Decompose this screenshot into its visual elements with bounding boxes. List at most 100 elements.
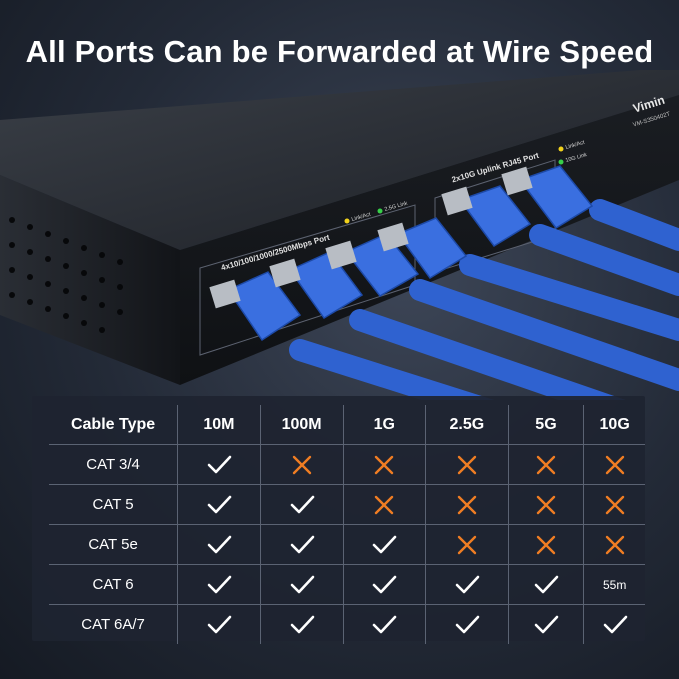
cable-compatibility-panel: Cable Type 10M 100M 1G 2.5G 5G 10G CAT 3… [32,396,645,644]
ethernet-cables [289,199,679,400]
check-icon [207,615,232,633]
table-row: CAT 3/4 [49,444,645,485]
check-icon [603,615,627,633]
cell [177,484,261,525]
check-icon [207,455,232,473]
cross-icon [536,495,556,514]
check-icon [372,615,397,633]
cell [177,564,261,605]
check-icon [290,535,314,553]
cell [343,524,426,565]
led-indicator-yellow-uplink [558,146,564,152]
check-icon [372,535,397,553]
cell [177,444,261,485]
check-icon [207,495,232,513]
cell [425,564,509,605]
row-cable-type: CAT 6A/7 [49,604,179,644]
cell [343,484,426,525]
connector-plug [501,165,594,229]
cross-icon [536,455,556,474]
cell [508,484,585,525]
check-icon [290,615,314,633]
cell [508,524,585,565]
led-indicator-yellow [344,218,350,224]
cell [508,444,585,485]
cross-icon [457,455,477,474]
cell [260,484,344,525]
check-icon [290,575,314,593]
row-cable-type: CAT 5 [49,484,179,525]
cell [425,524,509,565]
cable-4 [459,254,679,341]
check-icon [455,615,480,633]
table-row: CAT 5 [49,484,645,525]
cell [343,564,426,605]
cell [425,444,509,485]
cross-icon [375,455,394,474]
cross-icon [605,535,624,554]
cell [177,524,261,565]
cell [260,564,344,605]
switch-side [0,175,180,385]
led-label-link-act-main: Link/Act [351,212,372,223]
table-row: CAT 6 55m [49,564,645,605]
check-icon [290,495,314,513]
cable-compatibility-table: Cable Type 10M 100M 1G 2.5G 5G 10G CAT 3… [49,405,645,644]
led-indicator-green-uplink [558,159,564,165]
header-row: Cable Type 10M 100M 1G 2.5G 5G 10G [49,405,645,445]
table-row: CAT 6A/7 [49,604,645,644]
cable-1 [289,339,495,400]
cell: 55m [583,564,645,605]
led-indicator-green [377,208,383,214]
cell [177,604,261,644]
switch-photo: Vimin VM-S350402T 4x10/100/1000/2500Mbps… [0,70,679,400]
header-1g: 1G [343,405,426,445]
header-cable-type: Cable Type [49,405,179,445]
header-2-5g: 2.5G [425,405,509,445]
cable-6 [589,199,679,251]
check-icon [534,575,559,593]
connector-plug [441,185,532,247]
row-cable-type: CAT 3/4 [49,444,179,485]
vent-holes [9,217,123,333]
switch-top [0,70,679,250]
cross-icon [457,495,477,514]
cross-icon [375,495,394,514]
led-label-10g-link: 10G Link [565,152,588,164]
cell [583,524,645,565]
cell [583,444,645,485]
cell [425,484,509,525]
row-cable-type: CAT 5e [49,524,179,565]
check-icon [372,575,397,593]
cross-icon [457,535,477,554]
cable-3 [409,279,679,391]
connector-plug [325,233,420,297]
cross-icon [536,535,556,554]
check-icon [534,615,559,633]
cell [343,444,426,485]
connector-plug [377,217,468,280]
rj45-connectors [209,165,594,342]
check-icon [455,575,480,593]
cell [583,484,645,525]
table-row: CAT 5e [49,524,645,565]
cell [425,604,509,644]
cell [260,524,344,565]
header-100m: 100M [260,405,344,445]
header-10g: 10G [583,405,645,445]
cell [260,604,344,644]
cross-icon [605,495,624,514]
headline: All Ports Can be Forwarded at Wire Speed [25,34,654,69]
header-5g: 5G [508,405,585,445]
led-label-link-act-uplink: Link/Act [565,140,586,151]
cell [508,564,585,605]
header-10m: 10M [177,405,261,445]
row-cable-type: CAT 6 [49,564,179,605]
cross-icon [605,455,624,474]
connector-plug [269,251,364,320]
cable-2 [349,309,626,400]
cross-icon [292,455,311,474]
connector-plug [209,271,302,342]
cell [260,444,344,485]
check-icon [207,575,232,593]
